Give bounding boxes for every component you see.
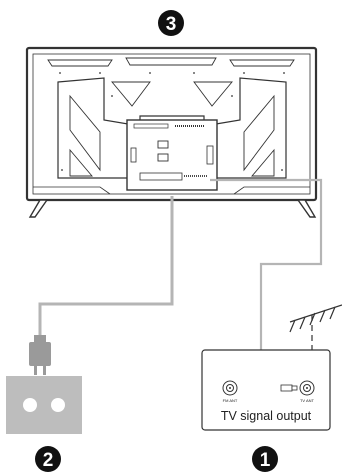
- tv-back-panel-icon: [25, 46, 318, 218]
- fm-ant-jack: FM ANT: [222, 380, 238, 403]
- wall-outlet-panel: FM ANT TV ANT TV signal output: [201, 349, 331, 431]
- step-1-number: 1: [260, 450, 271, 471]
- signal-output-caption: TV signal output: [221, 409, 312, 423]
- step-2-badge: 2: [35, 446, 61, 472]
- step-2-number: 2: [43, 450, 54, 471]
- power-socket-icon: [6, 376, 82, 434]
- coax-connector-icon: [280, 384, 298, 392]
- power-plug-icon: [29, 335, 51, 375]
- fm-ant-label: FM ANT: [223, 398, 238, 403]
- step-1-badge: 1: [252, 446, 278, 472]
- tv-ant-jack: TV ANT: [299, 380, 315, 403]
- power-cable: [38, 196, 174, 335]
- step-3-number: 3: [166, 14, 177, 35]
- tv-ant-label: TV ANT: [300, 398, 315, 403]
- step-3-badge: 3: [158, 10, 184, 36]
